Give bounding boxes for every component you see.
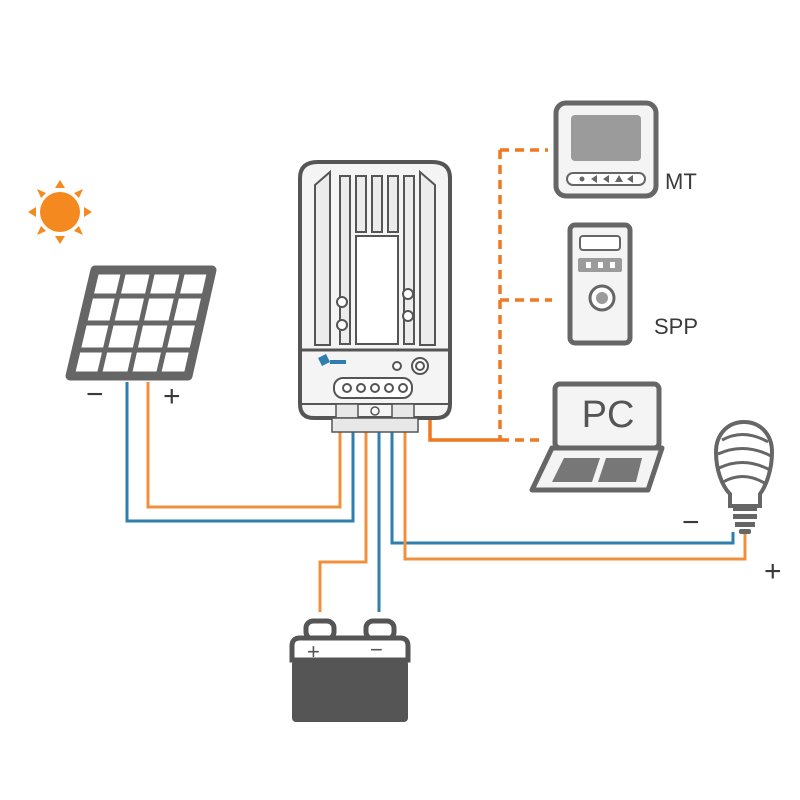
bulb-icon xyxy=(713,419,775,534)
charge-controller-icon xyxy=(298,160,452,433)
spp-label: SPP xyxy=(654,314,699,339)
battery-plus-sign: + xyxy=(307,639,320,664)
controller-logo xyxy=(318,354,330,366)
battery-minus-sign: − xyxy=(370,637,383,662)
load-negative-wire xyxy=(390,432,735,545)
solar-wires xyxy=(125,382,355,523)
load-minus-sign: − xyxy=(682,506,700,539)
load-plus-sign: + xyxy=(764,555,782,588)
battery-icon xyxy=(289,618,411,722)
comm-bus xyxy=(498,148,552,442)
meter-icon xyxy=(553,100,659,199)
solar-panel-icon xyxy=(65,265,217,381)
battery-positive-wire xyxy=(318,432,368,612)
pc-screen-text: PC xyxy=(581,394,635,436)
meter-label: MT xyxy=(665,169,697,194)
solar-positive-wire xyxy=(146,382,342,509)
solar-plus-sign: + xyxy=(163,380,181,413)
spp-icon xyxy=(567,222,633,346)
solar-minus-sign: − xyxy=(86,378,104,411)
load-wires xyxy=(390,432,747,561)
solar-negative-wire xyxy=(125,382,355,523)
battery-wires xyxy=(318,432,381,612)
load-positive-wire xyxy=(403,432,747,561)
sun-icon xyxy=(28,180,92,244)
laptop-icon xyxy=(529,381,665,493)
